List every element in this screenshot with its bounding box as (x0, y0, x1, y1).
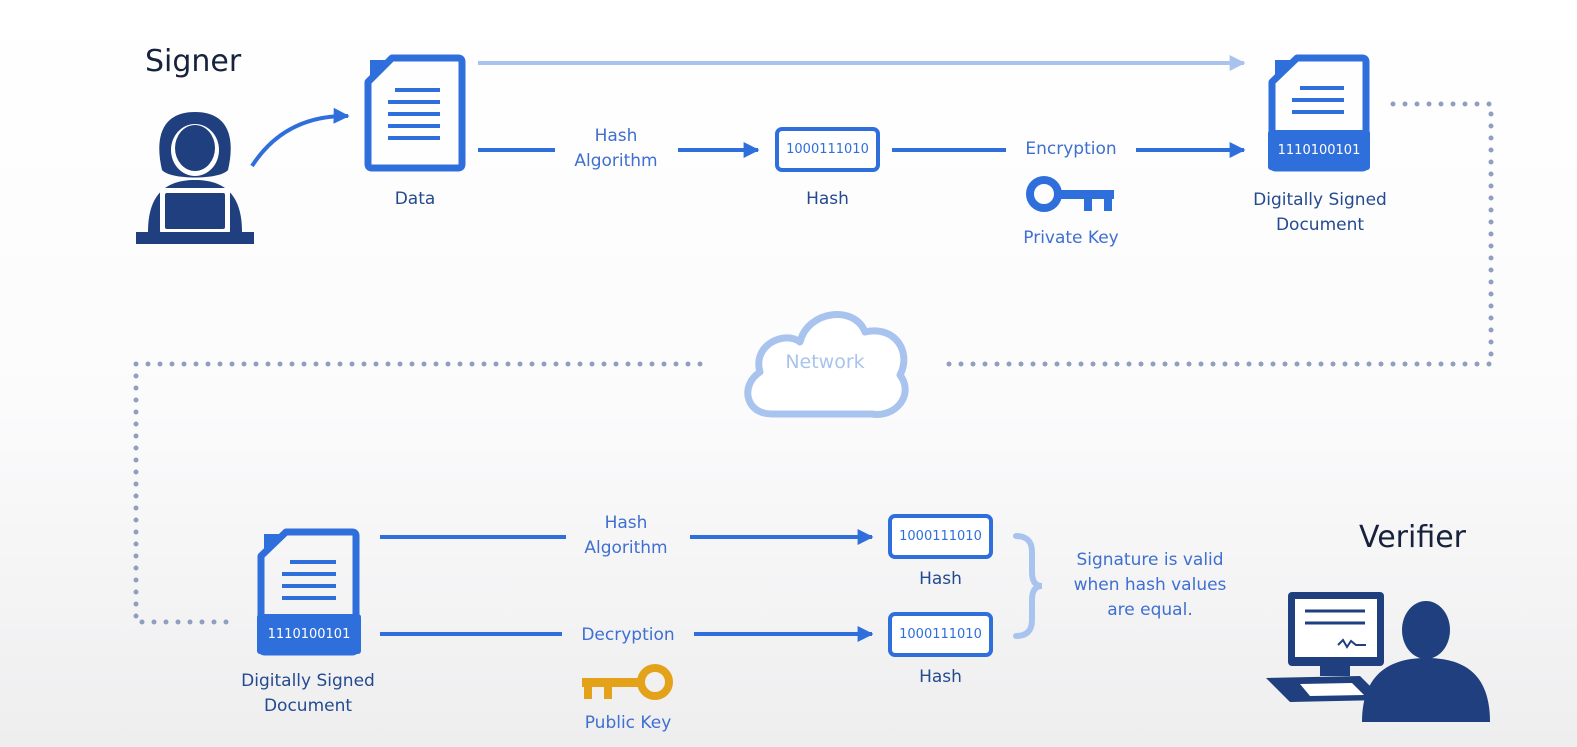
verifier-title: Verifier (1359, 520, 1467, 555)
dotted-path-left (133, 361, 703, 625)
signed-doc-top-label: Digitally Signed Document (1253, 190, 1387, 235)
signed-doc-top-value: 1110100101 (1277, 143, 1361, 158)
decryption-label: Decryption (581, 625, 675, 645)
data-label: Data (394, 189, 436, 209)
encryption-label: Encryption (1025, 139, 1117, 159)
verify-hash2-value: 1000111010 (899, 627, 982, 642)
private-key-label: Private Key (1023, 228, 1119, 248)
signed-doc-bottom-value: 1110100101 (267, 627, 351, 642)
verify-hash2-label: Hash (919, 667, 962, 687)
hash-algorithm-label: Hash Algorithm (574, 126, 658, 171)
signer-title: Signer (145, 44, 242, 79)
signed-document-icon-bottom (257, 528, 361, 656)
verify-hash1-label: Hash (919, 569, 962, 589)
verifier-person-icon (1266, 592, 1490, 722)
network-cloud-icon (744, 311, 909, 418)
signing-hash-value: 1000111010 (786, 142, 869, 157)
verify-hash1-box (888, 514, 993, 559)
signed-doc-bottom-label: Digitally Signed Document (241, 671, 375, 716)
data-document-icon (364, 54, 466, 172)
public-key-icon (582, 664, 673, 700)
private-key-icon (1026, 176, 1114, 212)
signer-person-icon (136, 112, 254, 244)
verify-hash2-box (888, 612, 993, 657)
signed-document-icon-top (1268, 54, 1370, 172)
validity-note: Signature is valid when hash values are … (1073, 550, 1227, 620)
public-key-label: Public Key (584, 713, 672, 733)
signing-hash-box (775, 127, 880, 172)
network-label: Network (785, 351, 865, 373)
signing-hash-label: Hash (806, 189, 849, 209)
dotted-path-right (937, 101, 1494, 367)
verify-hash1-value: 1000111010 (899, 529, 982, 544)
comparison-brace-icon (1013, 533, 1043, 639)
signer-to-data-arrow (250, 107, 350, 168)
verify-hash-algorithm-label: Hash Algorithm (584, 513, 668, 558)
